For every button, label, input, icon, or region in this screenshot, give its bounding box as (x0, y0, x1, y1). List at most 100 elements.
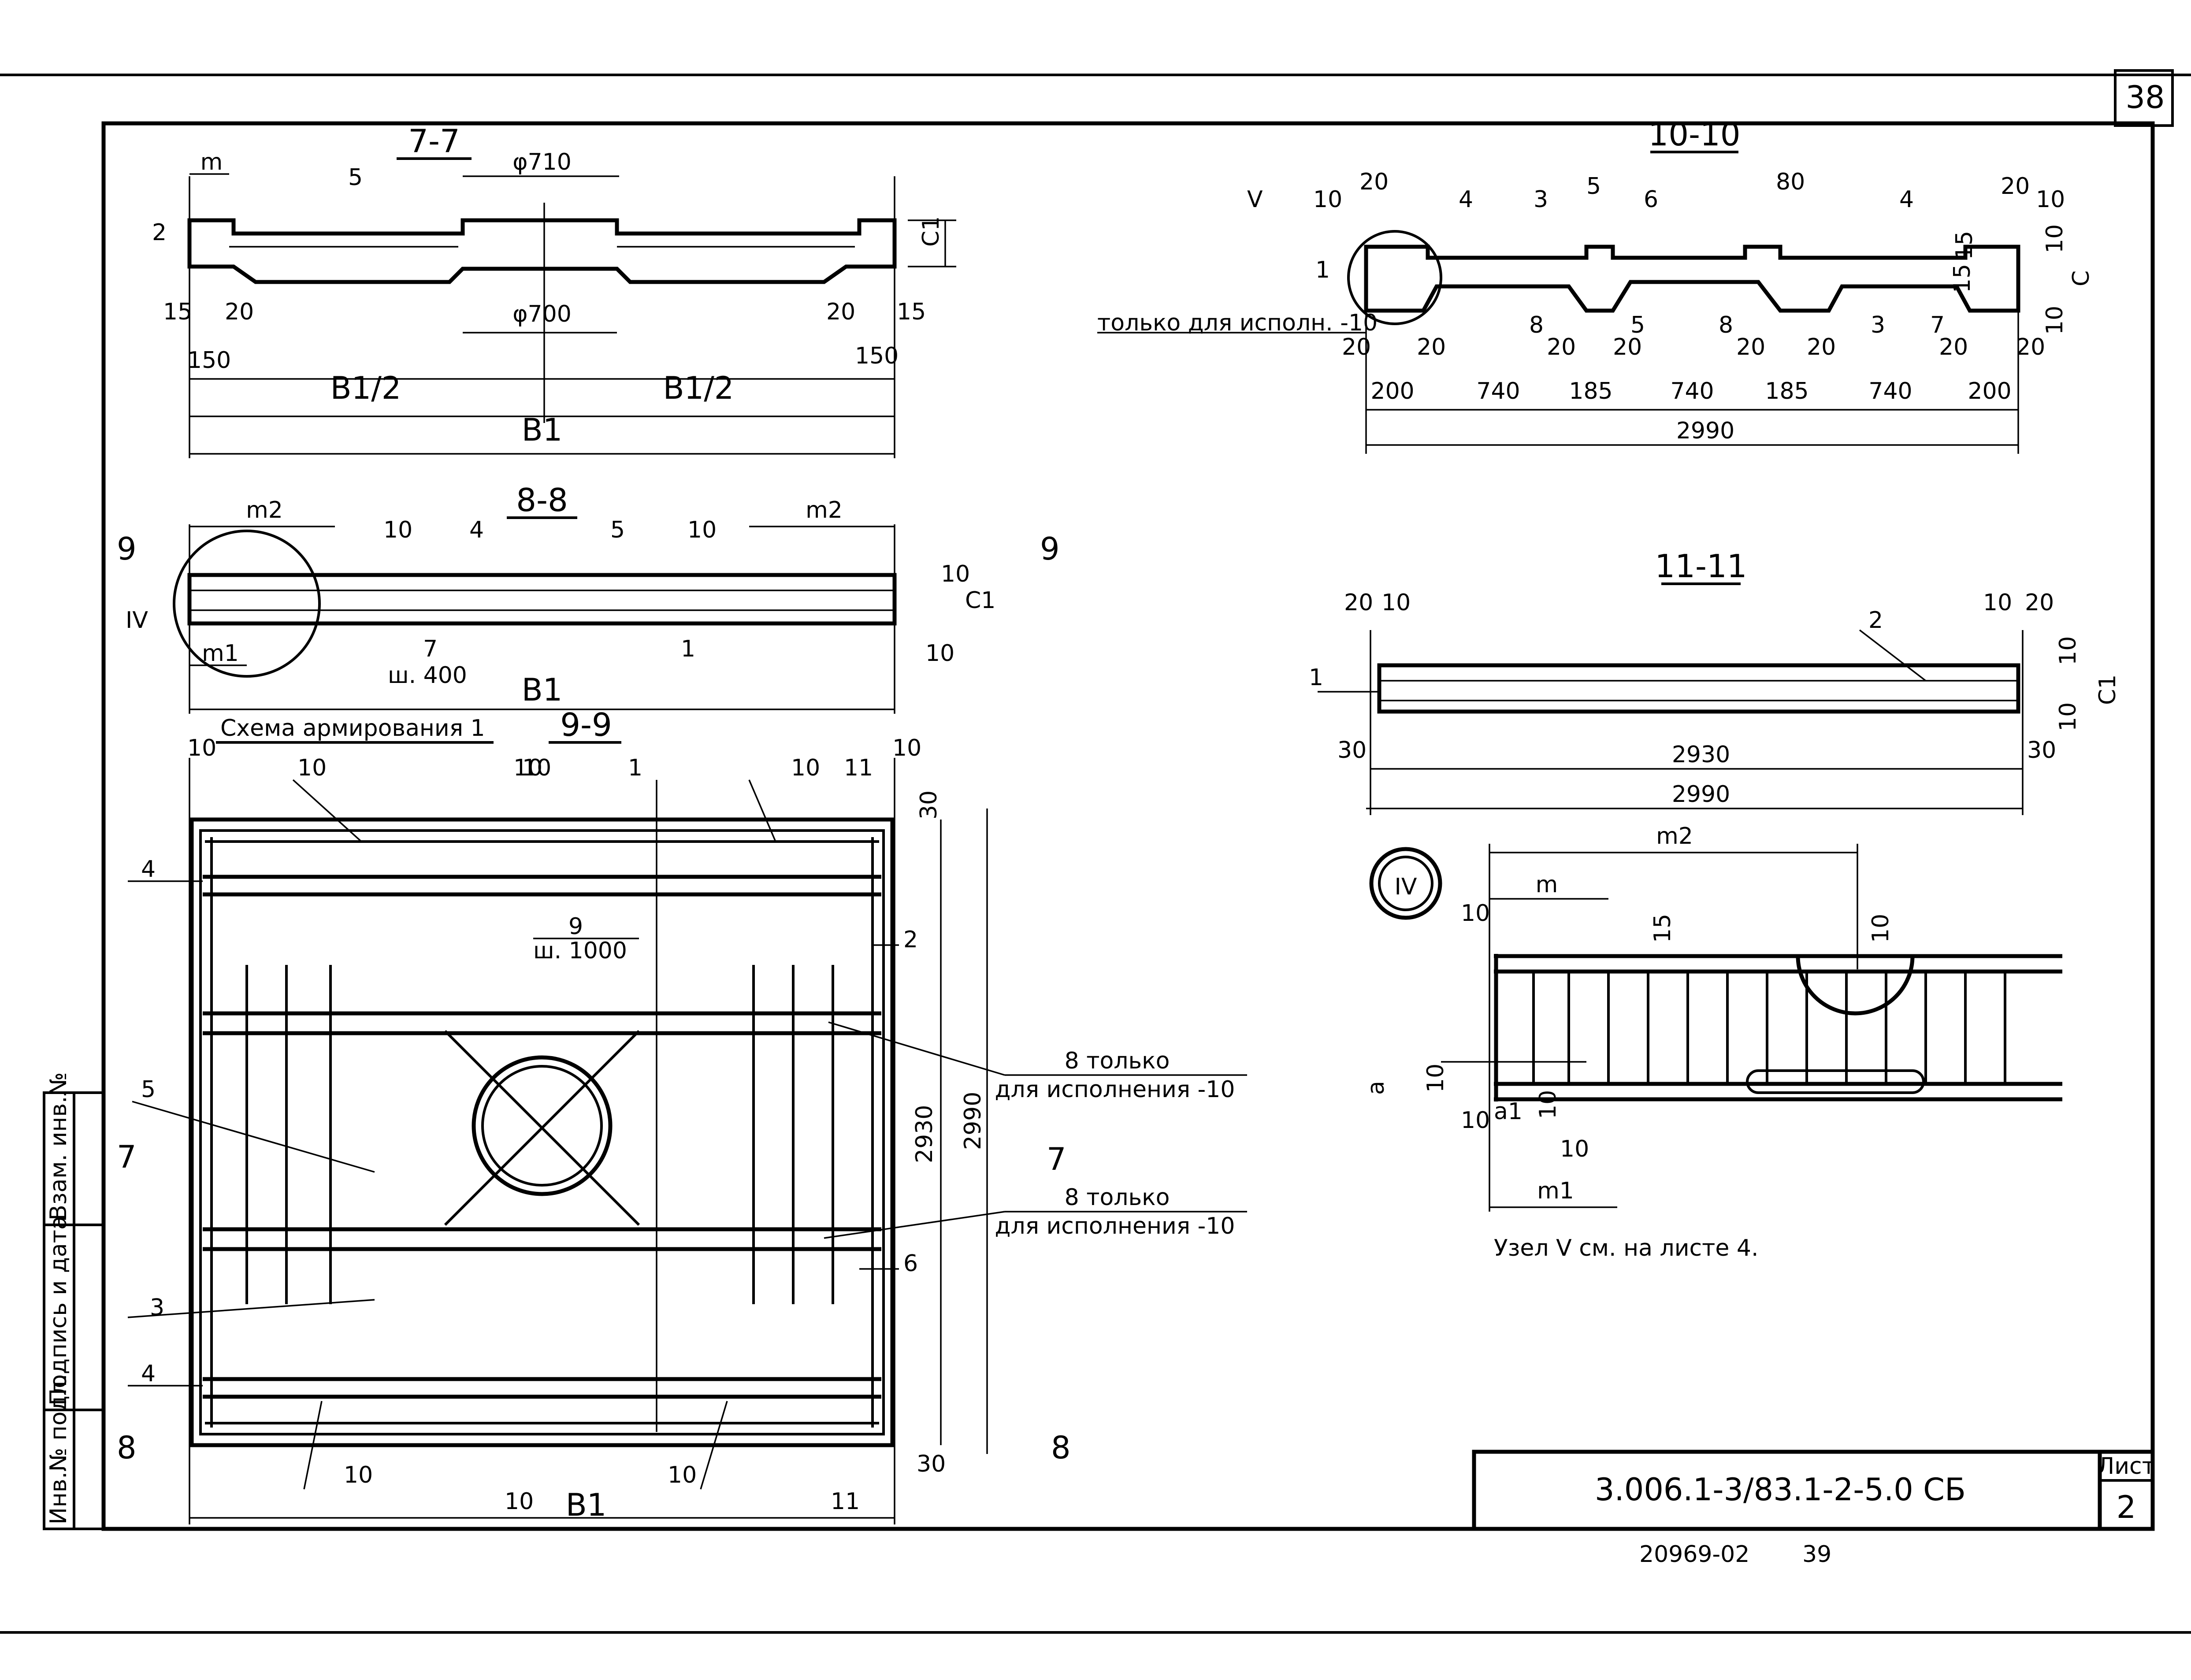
section-10-10-top-20-right: 20 (2001, 173, 2030, 200)
section-10-10-low-20-b: 20 (1417, 334, 1446, 360)
sheet-frame (0, 69, 2191, 1634)
title-stamp: 3.006.1-3/83.1-2-5.0 СБ Лист 2 (1472, 1450, 2155, 1531)
bottom-ref-number: 20969-02 (1639, 1541, 1749, 1568)
node-iv-a: a (1363, 1081, 1389, 1095)
section-7-7-pos5: 5 (348, 164, 363, 191)
section-8-8-cut9-right: 9 (1040, 531, 1060, 567)
section-10-10-span-740-a: 740 (1476, 378, 1520, 404)
scheme-cut7-left: 7 (117, 1139, 137, 1175)
section-8-8-pos5: 5 (610, 517, 625, 543)
scheme-total: B1 (566, 1487, 607, 1523)
scheme-cut7-right: 7 (1047, 1141, 1066, 1177)
scheme-dim-10-right: 10 (892, 735, 921, 761)
section-8-8-m2-left: m2 (246, 497, 283, 523)
section-10-10-low-20-e: 20 (1736, 334, 1765, 360)
section-10-10-pos10-right: 10 (2036, 186, 2065, 213)
section-10-10-low-20-h: 20 (2016, 334, 2045, 360)
section-11-11-10: 10 (2055, 636, 2081, 665)
scheme-pos9-step: ш. 1000 (533, 938, 627, 964)
section-10-10-low-20-g: 20 (1939, 334, 1968, 360)
section-11-11: 11-11 20 10 10 20 1 2 2930 2990 30 30 10… (1309, 548, 2121, 815)
section-10-10-low-20-f: 20 (1807, 334, 1836, 360)
section-11-11-top-10-left: 10 (1381, 590, 1411, 616)
node-iv-m1: m1 (1537, 1178, 1574, 1204)
section-10-10-top-20-left: 20 (1359, 169, 1389, 195)
scheme-pos10-top-mid: 10 (513, 755, 542, 781)
stamp-list-label: Лист (2097, 1453, 2155, 1480)
scheme-dim-30-bottom: 30 (917, 1451, 946, 1477)
section-7-7-title: 7-7 (408, 122, 460, 159)
scheme-cut10-bottom: 10 (505, 1488, 534, 1515)
section-10-10-pos10-left: 10 (1313, 186, 1342, 213)
node-iv-dim-15: 15 (1649, 914, 1676, 943)
section-10-10-note: только для исполн. -10 (1097, 310, 1378, 336)
section-8-8-m1: m1 (202, 640, 239, 667)
section-7-7-dim-20-left: 20 (225, 299, 254, 325)
scheme-pos10-top-right: 10 (791, 755, 820, 781)
section-10-10-pos1: 1 (1315, 257, 1330, 283)
section-10-10-low-20-d: 20 (1613, 334, 1642, 360)
scheme-pos9: 9 (568, 913, 583, 940)
section-10-10-c: C (2068, 271, 2094, 286)
section-8-8-d10a: 10 (941, 561, 970, 587)
node-iv-a1: a1 (1494, 1098, 1523, 1125)
scheme-pos4-top: 4 (141, 856, 156, 883)
section-11-11-10b: 10 (2055, 702, 2081, 731)
node-iv-dim-10-c: 10 (1422, 1064, 1449, 1093)
section-8-8-pos4: 4 (469, 517, 484, 543)
section-10-10-low-20-a: 20 (1342, 334, 1371, 360)
section-8-8-d10b: 10 (925, 640, 954, 667)
scheme-pos3: 3 (150, 1294, 164, 1321)
section-10-10-pos4-right: 4 (1899, 186, 1914, 213)
scheme-cut11-top: 11 (844, 755, 873, 781)
node-iv-label: IV (1395, 874, 1417, 900)
section-8-8-c1: C1 (965, 587, 995, 614)
section-10-10-pos8-left: 8 (1529, 312, 1544, 338)
node-iv-note: Узел V см. на листе 4. (1494, 1235, 1759, 1261)
section-10-10-span-185-a: 185 (1569, 378, 1612, 404)
side-stamp-inv: Инв.№ подл. (45, 1374, 72, 1524)
section-11-11-total: 2990 (1672, 781, 1730, 808)
section-8-8-pos7: 7 (423, 636, 438, 662)
scheme-note8b-line2: для исполнения -10 (995, 1213, 1235, 1239)
section-8-8: 8-8 m2 m2 m1 10 4 5 10 7 ш. 400 1 B1 10 … (117, 482, 1060, 714)
section-7-7-phi-bottom: φ700 (512, 301, 572, 327)
section-7-7-c1: C1 (918, 216, 944, 247)
section-7-7: 7-7 m 5 2 φ710 φ700 15 20 150 20 15 150 … (152, 122, 956, 458)
scheme-pos2: 2 (903, 927, 918, 953)
section-10-10-pos3-top: 3 (1534, 186, 1548, 213)
section-8-8-total: B1 (522, 672, 563, 708)
section-11-11-top-10-right: 10 (1983, 590, 2012, 616)
section-10-10-top-15b: 15 (1949, 264, 1976, 293)
section-10-10-pos4-left: 4 (1459, 186, 1473, 213)
section-11-11-top-20-right: 20 (2025, 590, 2054, 616)
section-10-10-pos5-top: 5 (1586, 173, 1601, 200)
section-7-7-dim-15-left: 15 (163, 299, 192, 325)
stamp-code: 3.006.1-3/83.1-2-5.0 СБ (1595, 1472, 1966, 1508)
section-10-10: 10-10 V только для исполн. -10 10 4 3 5 … (1097, 116, 2094, 454)
scheme-dim-30-top: 30 (916, 790, 942, 820)
section-7-7-pos2: 2 (152, 219, 167, 246)
scheme-note8a-line2: для исполнения -10 (995, 1076, 1235, 1103)
scheme-pos10-bottom-right: 10 (668, 1462, 697, 1488)
section-10-10-top-80: 80 (1776, 169, 1805, 195)
section-10-10-top-10: 10 (2042, 224, 2068, 253)
section-10-10-pos3-bottom: 3 (1871, 312, 1885, 338)
section-10-10-pos6: 6 (1644, 186, 1658, 213)
section-11-11-pos2: 2 (1868, 607, 1883, 634)
section-10-10-span-740-b: 740 (1670, 378, 1714, 404)
node-iv-dim-10-e: 10 (1535, 1090, 1561, 1119)
node-iv-dim-10-d: 10 (1461, 1107, 1490, 1134)
node-iv-dim-10-a: 10 (1461, 900, 1490, 927)
bottom-ref-page: 39 (1802, 1541, 1831, 1568)
section-8-8-pos10a: 10 (383, 517, 412, 543)
stamp-list-no: 2 (2117, 1489, 2136, 1525)
scheme-pos1: 1 (628, 755, 642, 781)
section-8-8-title: 8-8 (516, 482, 568, 519)
section-7-7-half-left: B1/2 (331, 370, 401, 406)
section-8-8-pos1: 1 (681, 636, 695, 662)
section-7-7-dim-150-right: 150 (855, 343, 899, 369)
section-10-10-top-10b: 10 (2042, 306, 2068, 335)
section-11-11-30-right: 30 (2027, 737, 2056, 764)
